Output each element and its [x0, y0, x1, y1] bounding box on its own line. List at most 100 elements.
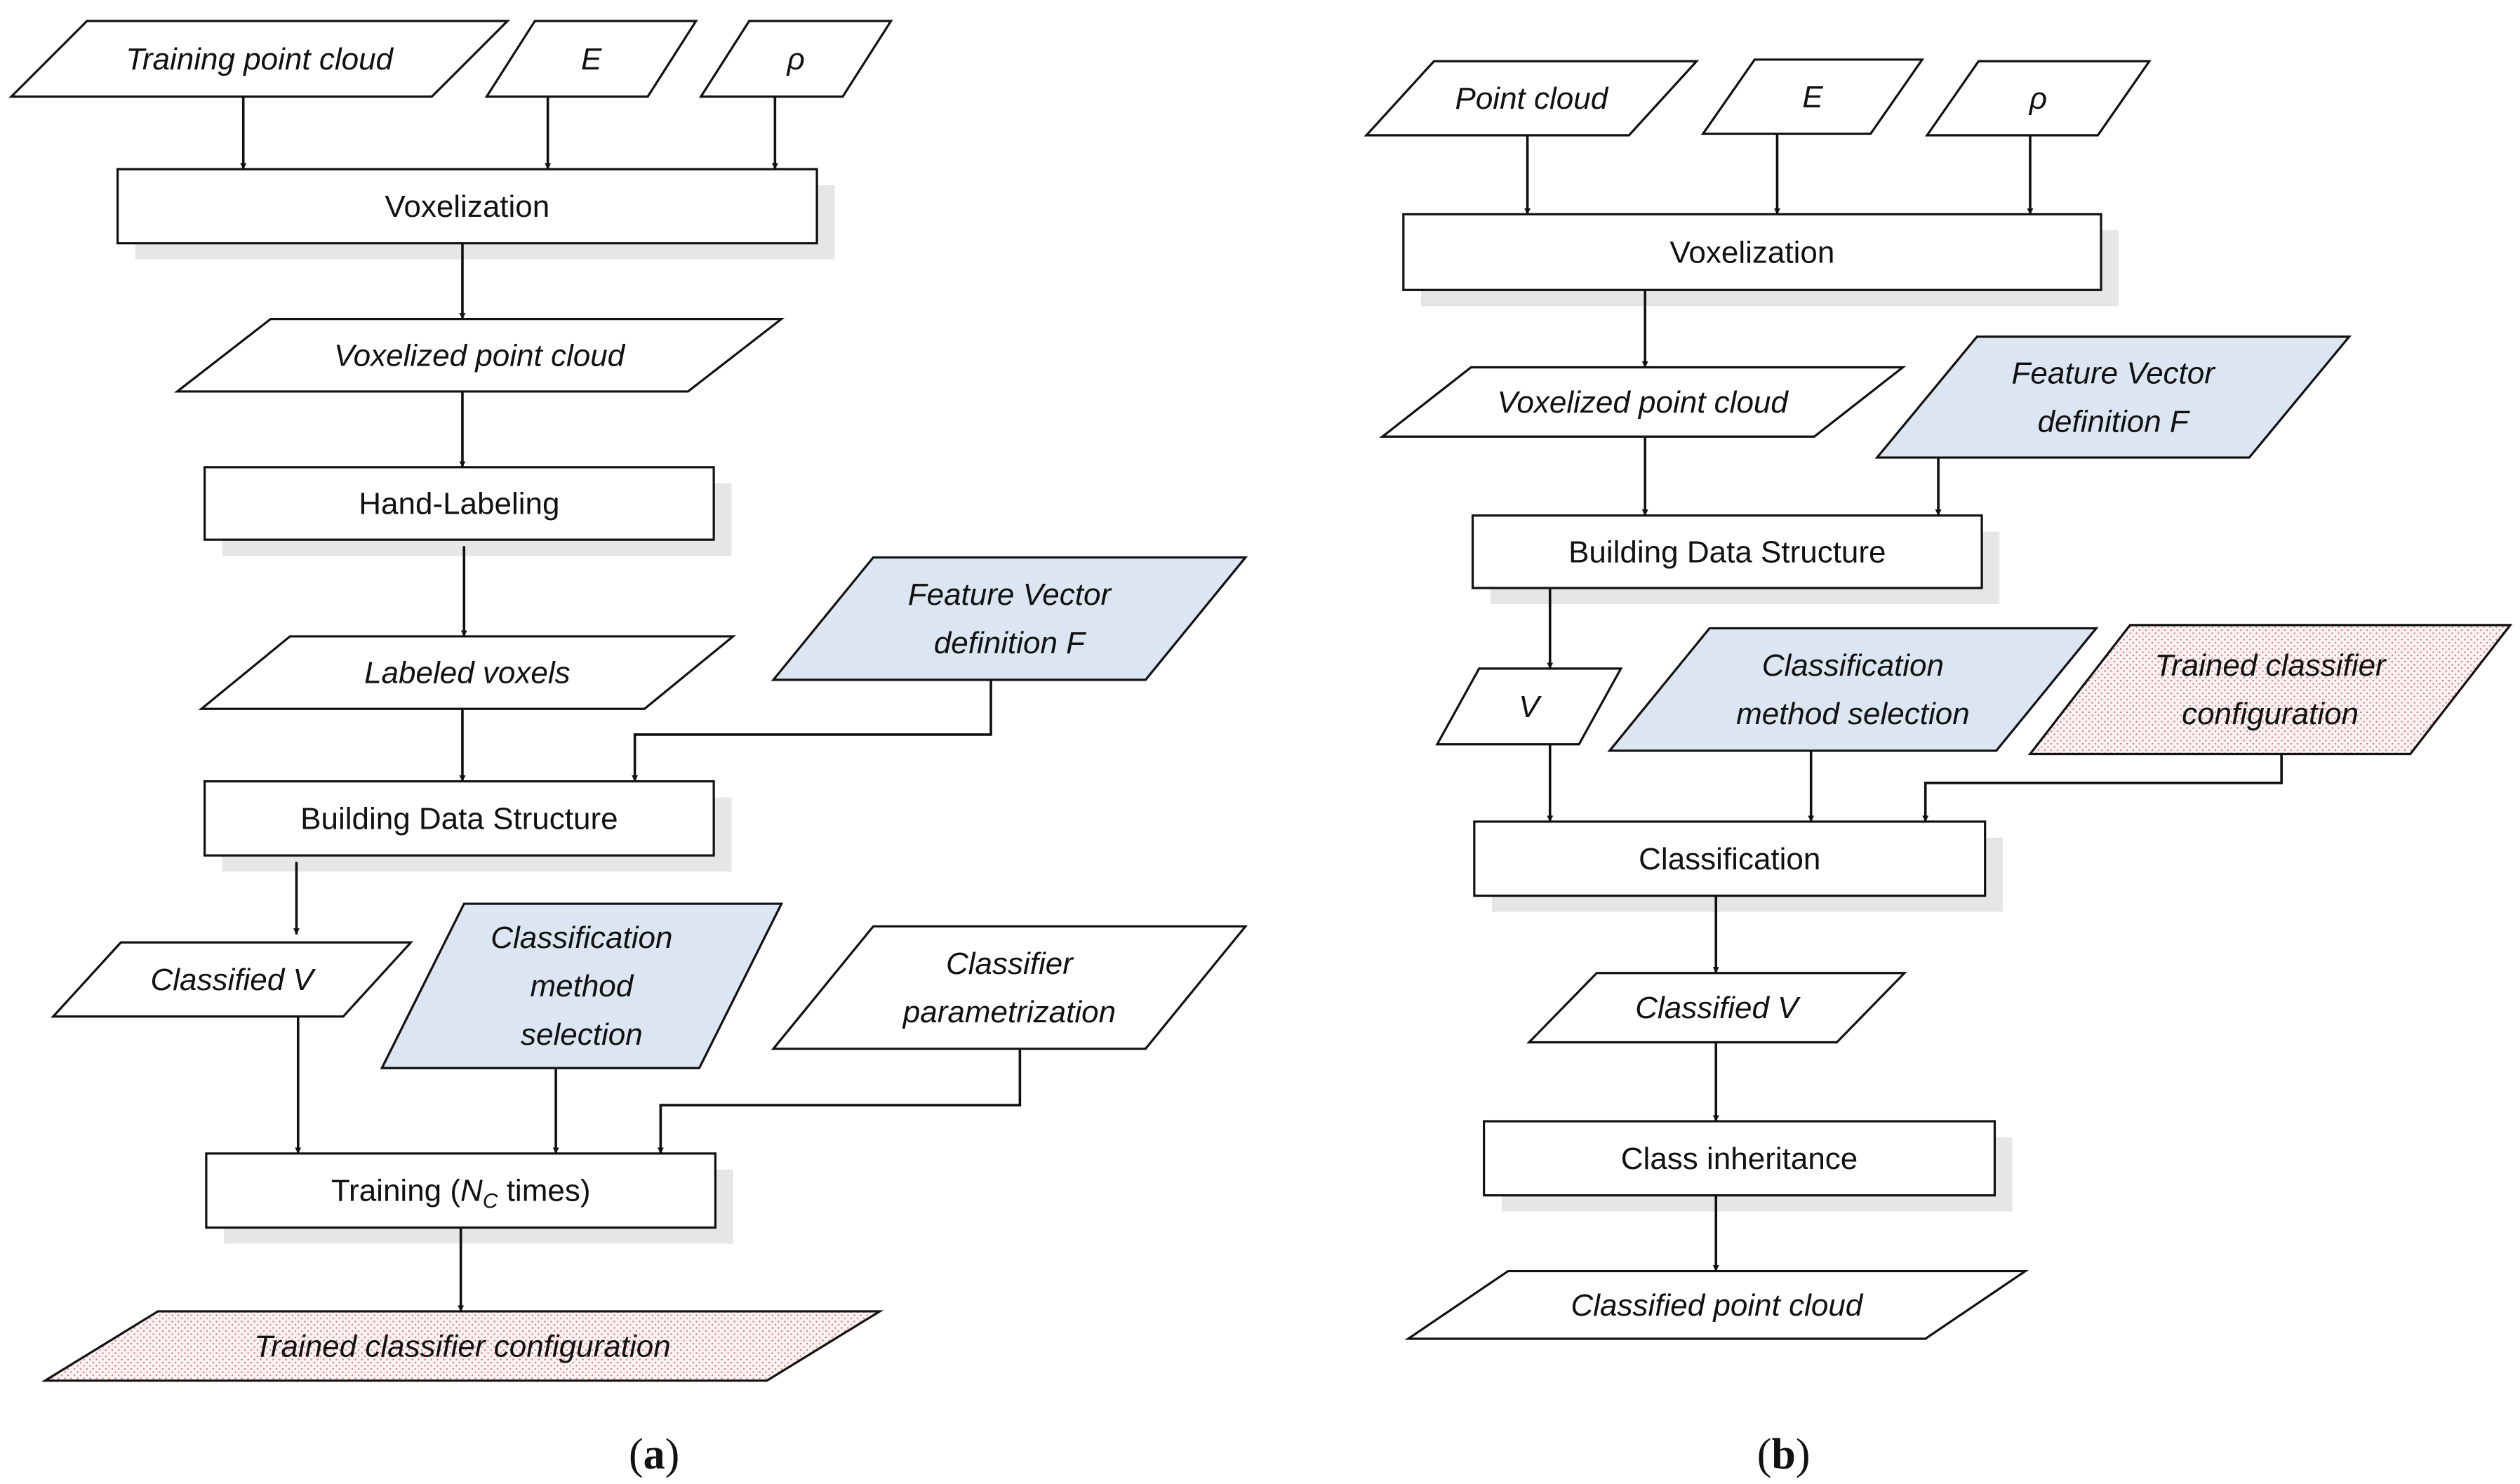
- b-voxelized-point-cloud-label: Voxelized point cloud: [1498, 385, 1789, 420]
- b-class-inheritance-label: Class inheritance: [1621, 1142, 1858, 1176]
- a-training-point-cloud-data-box: Training point cloud: [8, 20, 511, 98]
- a-training-label: Training (NC times): [331, 1174, 591, 1213]
- b-classified-point-cloud-shape: [1404, 1269, 2029, 1340]
- b-voxelized-point-cloud-shape: [1379, 366, 1907, 438]
- b-voxelization-process-box: Voxelization: [1402, 213, 2102, 291]
- arrow-a-feature-vector-to-a-building-data-structure: [632, 679, 992, 782]
- a-classification-method-shape: [380, 902, 784, 1069]
- panel-a-label-letter: a: [644, 1431, 665, 1478]
- panel-b-label-close: ): [1796, 1431, 1811, 1478]
- b-building-data-structure-shape: [1471, 514, 1983, 589]
- b-classified-v-label: Classified V: [1635, 991, 1801, 1025]
- a-classified-v-label: Classified V: [150, 963, 316, 997]
- a-training-process-box: Training (NC times): [205, 1152, 717, 1229]
- b-classified-point-cloud-data-box: Classified point cloud: [1404, 1269, 2029, 1340]
- b-class-inheritance-process-box: Class inheritance: [1483, 1120, 1996, 1197]
- a-building-data-structure-label: Building Data Structure: [300, 801, 618, 836]
- b-feature-vector-label: Feature Vector: [2012, 356, 2217, 390]
- a-trained-config-shape: [41, 1310, 884, 1382]
- b-class-inheritance-shape: [1483, 1120, 1996, 1197]
- b-e-data-box: E: [1700, 58, 1925, 135]
- a-training-point-cloud-shape: [8, 20, 511, 98]
- b-trained-config-shape: [2027, 624, 2513, 756]
- panel-b-label-letter: b: [1771, 1431, 1795, 1478]
- a-feature-vector-data-box: Feature Vector definition F: [771, 556, 1248, 681]
- b-building-data-structure-label: Building Data Structure: [1568, 535, 1886, 569]
- a-classified-v-shape: [51, 941, 414, 1018]
- a-voxelization-process-box: Voxelization: [116, 168, 818, 245]
- a-labeled-voxels-data-box: Labeled voxels: [198, 635, 737, 710]
- a-feature-vector-label: Feature Vector: [908, 577, 1113, 612]
- a-classified-v-data-box: Classified V: [51, 941, 414, 1018]
- b-feature-vector-shape: [1874, 335, 2352, 459]
- a-voxelization-label: Voxelization: [385, 189, 549, 224]
- arrow-a-classifier-parametrization-to-a-training: [657, 1048, 1022, 1154]
- arrow-b-trained-config-to-b-classification: [1922, 754, 2283, 822]
- a-hand-labeling-label: Hand-Labeling: [359, 487, 559, 521]
- b-rho-shape: [1924, 60, 2152, 137]
- a-classification-method-data-box: Classification method selection: [380, 902, 784, 1069]
- b-classification-method-shape: [1607, 627, 2099, 752]
- a-voxelized-point-cloud-data-box: Voxelized point cloud: [173, 318, 785, 393]
- a-training-label-part: times): [498, 1174, 590, 1208]
- a-classification-method-label: method: [530, 969, 634, 1003]
- a-feature-vector-shape: [771, 556, 1248, 681]
- b-voxelization-label: Voxelization: [1669, 235, 1834, 269]
- b-v-data-box: V: [1435, 667, 1623, 746]
- b-classified-point-cloud-label: Classified point cloud: [1571, 1288, 1863, 1323]
- a-training-label-part: N: [460, 1174, 483, 1208]
- a-hand-labeling-shape: [203, 466, 715, 541]
- a-e-data-box: E: [484, 20, 698, 98]
- a-training-shape: [205, 1152, 717, 1229]
- b-classified-v-data-box: Classified V: [1526, 972, 1907, 1044]
- a-training-label-part: Training (: [331, 1174, 461, 1208]
- b-e-shape: [1700, 58, 1925, 135]
- panel-b-label: (b): [1757, 1431, 1811, 1478]
- a-rho-shape: [698, 20, 893, 98]
- a-labeled-voxels-shape: [198, 635, 737, 710]
- b-voxelized-point-cloud-data-box: Voxelized point cloud: [1379, 366, 1907, 438]
- b-v-label: V: [1519, 690, 1542, 724]
- a-rho-label: ρ: [786, 42, 805, 76]
- b-trained-config-label: configuration: [2182, 697, 2359, 731]
- b-point-cloud-label: Point cloud: [1455, 81, 1608, 116]
- a-building-data-structure-shape: [203, 780, 715, 857]
- b-building-data-structure-process-box: Building Data Structure: [1471, 514, 1983, 589]
- a-hand-labeling-process-box: Hand-Labeling: [203, 466, 715, 541]
- panel-a-label-close: ): [665, 1431, 680, 1478]
- a-voxelized-point-cloud-label: Voxelized point cloud: [334, 338, 626, 373]
- panel-a-label-open: (: [629, 1431, 644, 1478]
- a-trained-config-data-box: Trained classifier configuration: [41, 1310, 884, 1382]
- a-classification-method-label: selection: [521, 1017, 643, 1052]
- b-classification-method-label: method selection: [1736, 697, 1970, 731]
- a-trained-config-label: Trained classifier configuration: [254, 1329, 670, 1363]
- b-e-label: E: [1802, 80, 1823, 114]
- b-classification-label: Classification: [1639, 842, 1820, 876]
- panel-a-label: (a): [629, 1431, 679, 1478]
- panel-b-label-open: (: [1757, 1431, 1772, 1478]
- b-feature-vector-data-box: Feature Vector definition F: [1874, 335, 2352, 459]
- a-classifier-parametrization-label: parametrization: [902, 995, 1116, 1029]
- panel-labels: (a)(b): [629, 1431, 1811, 1478]
- a-e-label: E: [581, 42, 602, 76]
- b-voxelization-shape: [1402, 213, 2102, 291]
- a-classifier-parametrization-data-box: Classifier parametrization: [771, 925, 1248, 1050]
- b-classified-v-shape: [1526, 972, 1907, 1044]
- a-classifier-parametrization-label: Classifier: [946, 947, 1074, 981]
- a-classification-method-label: Classification: [491, 921, 672, 955]
- a-voxelization-shape: [116, 168, 818, 245]
- a-training-point-cloud-label: Training point cloud: [126, 42, 394, 76]
- a-classifier-parametrization-shape: [771, 925, 1248, 1050]
- a-feature-vector-label: definition F: [934, 626, 1086, 660]
- a-rho-data-box: ρ: [698, 20, 893, 98]
- b-feature-vector-label: definition F: [2038, 404, 2190, 439]
- b-classification-process-box: Classification: [1473, 820, 1987, 897]
- b-classification-shape: [1473, 820, 1987, 897]
- a-training-label-part: C: [483, 1190, 498, 1213]
- b-rho-data-box: ρ: [1924, 60, 2152, 137]
- b-rho-label: ρ: [2028, 81, 2047, 116]
